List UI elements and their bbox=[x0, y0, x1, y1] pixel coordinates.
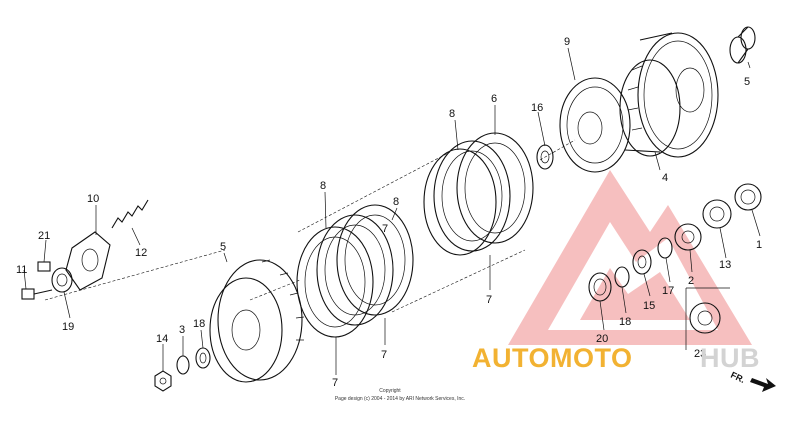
callout-label: 7 bbox=[332, 377, 338, 389]
part-lifter-plate-10 bbox=[65, 231, 111, 291]
part-clutch-outer bbox=[619, 32, 719, 158]
callout-label: 5 bbox=[220, 241, 226, 253]
svg-text:HUB: HUB bbox=[700, 343, 760, 373]
callout-label: 10 bbox=[87, 193, 99, 205]
callout-label: 13 bbox=[719, 259, 731, 271]
callout-label: 15 bbox=[643, 300, 655, 312]
callout-label: 6 bbox=[491, 93, 497, 105]
part-gear-1 bbox=[734, 183, 762, 211]
copyright-title: Copyright bbox=[379, 388, 401, 394]
callout-label: 18 bbox=[619, 316, 631, 328]
callout-label: 1 bbox=[756, 239, 762, 251]
part-disc-set-right bbox=[423, 132, 534, 256]
part-washer-17 bbox=[657, 237, 673, 259]
part-gear-23 bbox=[685, 287, 730, 350]
part-nut-14 bbox=[154, 370, 172, 392]
callout-label: 17 bbox=[662, 285, 674, 297]
part-disc-set-left bbox=[296, 204, 414, 338]
callout-label: 11 bbox=[16, 264, 27, 276]
callout-label: 2 bbox=[688, 275, 694, 287]
callout-label: 16 bbox=[531, 102, 543, 114]
watermark-logo bbox=[508, 170, 752, 345]
callout-label: 3 bbox=[179, 324, 185, 336]
callout-label: 8 bbox=[393, 196, 399, 208]
part-bolt-11 bbox=[21, 288, 53, 300]
watermark-text: AUTOMOTO HUB bbox=[472, 343, 760, 373]
callout-labels: 9 5 16 4 6 8 8 8 10 12 5 7 7 7 7 1 13 2 … bbox=[16, 36, 762, 389]
callout-label: 7 bbox=[381, 349, 387, 361]
copyright-text: Page design (c) 2004 - 2014 by ARI Netwo… bbox=[335, 396, 465, 402]
part-washer-18 bbox=[195, 347, 211, 369]
part-gear-13 bbox=[702, 199, 732, 229]
callout-label: 23 bbox=[694, 348, 706, 360]
assembly-guide-lines bbox=[44, 139, 576, 313]
callout-label: 9 bbox=[564, 36, 570, 48]
callout-label: 19 bbox=[62, 321, 74, 333]
leader-lines bbox=[23, 47, 761, 375]
callout-label: 7 bbox=[382, 223, 388, 235]
svg-text:AUTOMOTO: AUTOMOTO bbox=[472, 343, 633, 373]
part-washer-3 bbox=[176, 355, 190, 375]
part-plate bbox=[559, 77, 631, 173]
part-gear-2 bbox=[674, 223, 702, 251]
callout-label: 14 bbox=[156, 333, 168, 345]
part-collar-15 bbox=[632, 249, 652, 275]
callout-label: 4 bbox=[662, 172, 668, 184]
part-bearing-19 bbox=[51, 267, 73, 293]
part-bushing bbox=[729, 26, 756, 64]
part-bolt-22 bbox=[37, 261, 51, 272]
part-clutch-center bbox=[209, 259, 305, 383]
callout-label: 8 bbox=[320, 180, 326, 192]
callout-label: 21 bbox=[38, 230, 50, 242]
callout-label: 20 bbox=[596, 333, 608, 345]
callout-label: 12 bbox=[135, 247, 147, 259]
callout-label: 5 bbox=[744, 76, 750, 88]
callout-label: 18 bbox=[193, 318, 205, 330]
callout-label: 8 bbox=[449, 108, 455, 120]
front-direction-arrow: FR. bbox=[729, 370, 776, 392]
callout-label: 7 bbox=[486, 294, 492, 306]
part-spring-12 bbox=[111, 199, 149, 229]
